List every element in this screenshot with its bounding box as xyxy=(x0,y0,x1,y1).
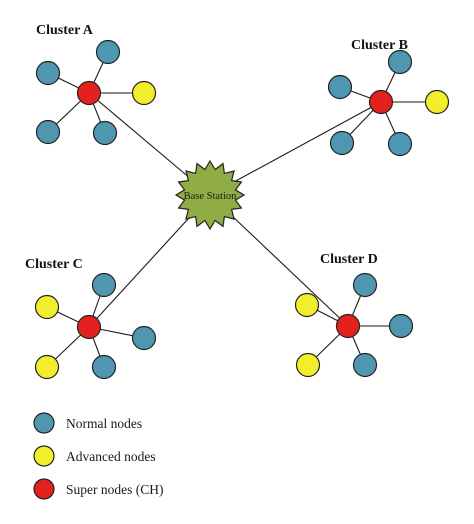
base-station-icon xyxy=(174,159,246,231)
legend-item-super: Super nodes (CH) xyxy=(33,478,164,500)
cluster-a-label: Cluster A xyxy=(36,23,94,38)
legend: Normal nodes Advanced nodes Super nodes … xyxy=(33,412,164,500)
cluster-d-advanced-node xyxy=(295,352,321,378)
advanced-node-icon xyxy=(33,445,55,467)
cluster-c-normal-node xyxy=(131,325,157,351)
cluster-d-label: Cluster D xyxy=(320,252,378,267)
cluster-d-super-node xyxy=(335,313,361,339)
cluster-a-super-node xyxy=(76,80,102,106)
cluster-b-normal-node xyxy=(387,49,413,75)
cluster-b-advanced-node xyxy=(424,89,450,115)
cluster-d-normal-node xyxy=(352,272,378,298)
cluster-c-normal-node xyxy=(91,354,117,380)
cluster-b-normal-node xyxy=(329,130,355,156)
cluster-b-normal-node xyxy=(327,74,353,100)
cluster-c-label: Cluster C xyxy=(25,257,83,272)
cluster-d-normal-node xyxy=(388,313,414,339)
cluster-a-advanced-node xyxy=(131,80,157,106)
cluster-c-normal-node xyxy=(91,272,117,298)
cluster-b-label: Cluster B xyxy=(351,38,408,53)
cluster-a-normal-node xyxy=(95,39,121,65)
base-station: Base Station xyxy=(174,159,246,231)
cluster-d-advanced-node xyxy=(294,292,320,318)
legend-label-normal: Normal nodes xyxy=(66,416,142,431)
legend-label-super: Super nodes (CH) xyxy=(66,482,164,497)
legend-label-advanced: Advanced nodes xyxy=(66,449,156,464)
super-node-icon xyxy=(33,478,55,500)
cluster-d-normal-node xyxy=(352,352,378,378)
base-station-label: Base Station xyxy=(184,191,238,202)
cluster-a-normal-node xyxy=(35,119,61,145)
node-layer xyxy=(34,39,450,380)
cluster-c-super-node xyxy=(76,314,102,340)
cluster-b-normal-node xyxy=(387,131,413,157)
legend-item-advanced: Advanced nodes xyxy=(33,445,156,467)
cluster-b-super-node xyxy=(368,89,394,115)
cluster-a-normal-node xyxy=(92,120,118,146)
legend-item-normal: Normal nodes xyxy=(33,412,142,434)
normal-node-icon xyxy=(33,412,55,434)
cluster-b-uplink xyxy=(209,101,382,196)
cluster-c-advanced-node xyxy=(34,354,60,380)
cluster-a-normal-node xyxy=(35,60,61,86)
cluster-c-advanced-node xyxy=(34,294,60,320)
